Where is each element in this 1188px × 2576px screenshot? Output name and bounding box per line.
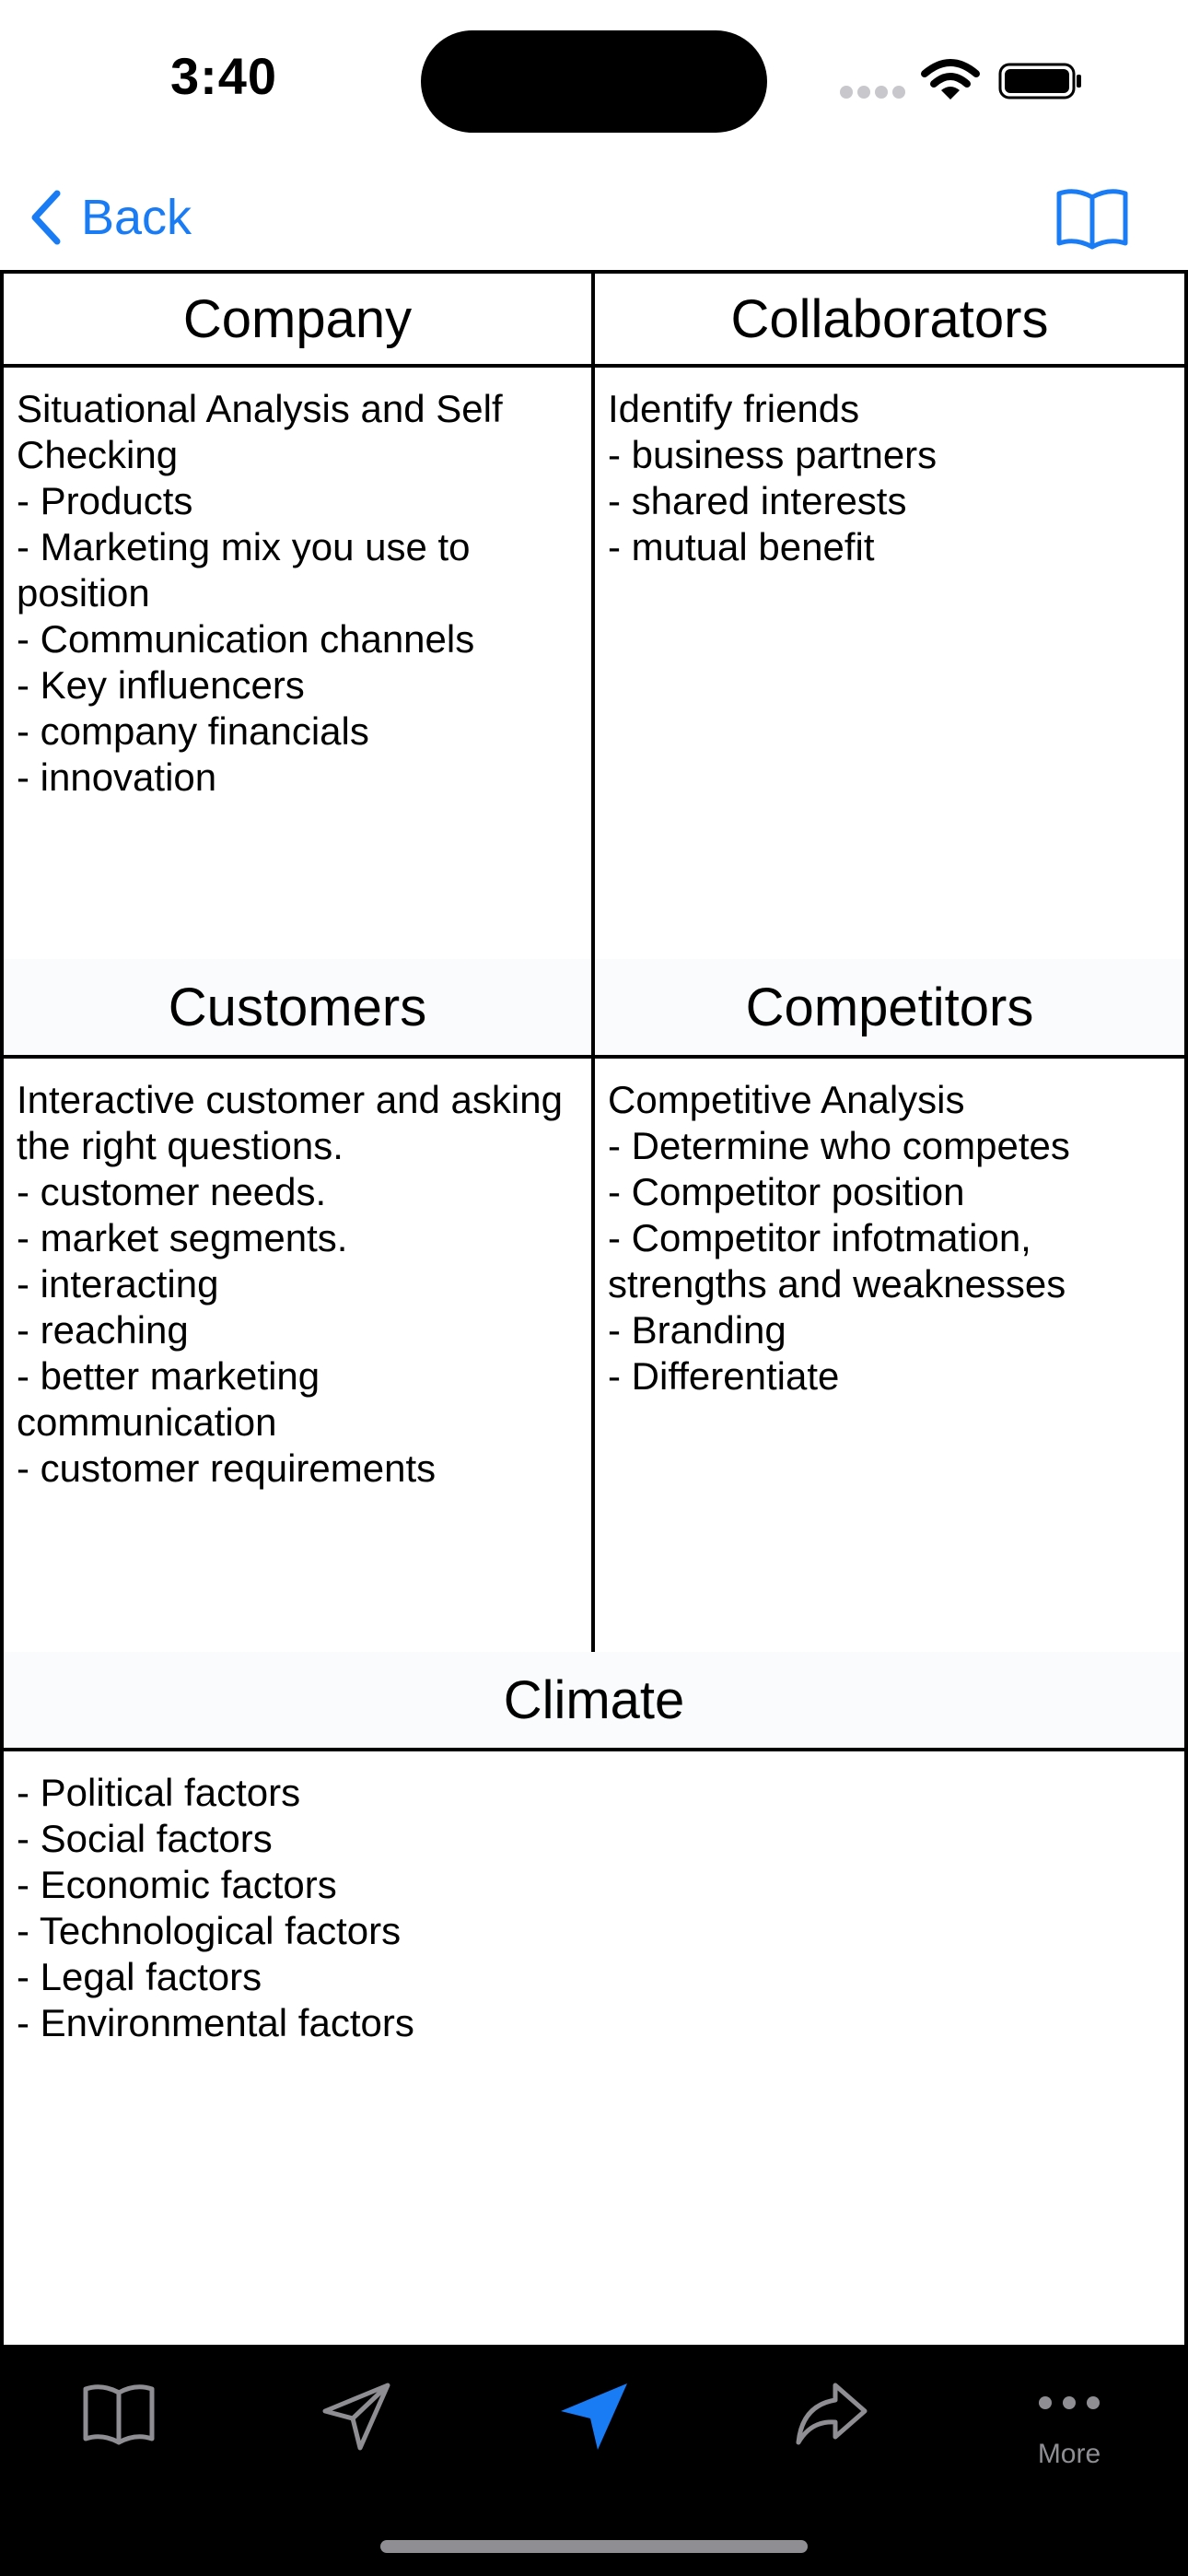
book-icon — [83, 2384, 155, 2445]
back-button[interactable]: Back — [29, 181, 192, 254]
competitors-content: Competitive Analysis - Determine who com… — [591, 1059, 1188, 1656]
customers-title: Customers — [168, 977, 427, 1037]
climate-header: Climate — [0, 1652, 1188, 1751]
climate-title: Climate — [503, 1669, 685, 1730]
company-header: Company — [0, 270, 595, 368]
chevron-left-icon — [31, 190, 61, 245]
customers-content: Interactive customer and asking the righ… — [0, 1059, 595, 1656]
collaborators-title: Collaborators — [730, 288, 1049, 349]
competitors-title: Competitors — [745, 977, 1034, 1037]
collaborators-header: Collaborators — [591, 270, 1188, 368]
wifi-icon — [921, 59, 980, 100]
battery-icon — [998, 63, 1081, 100]
share-arrow-icon — [796, 2383, 868, 2445]
cellular-signal-icon — [840, 78, 905, 99]
status-bar: 3:40 — [0, 0, 1188, 157]
more-icon — [1039, 2396, 1100, 2409]
company-content: Situational Analysis and Self Checking -… — [0, 368, 595, 963]
tab-bar: More — [0, 2345, 1188, 2576]
home-indicator — [380, 2540, 808, 2553]
customers-header: Customers — [0, 959, 595, 1059]
paper-plane-outline-icon — [322, 2383, 390, 2451]
competitors-header: Competitors — [591, 959, 1188, 1059]
climate-content: - Political factors - Social factors - E… — [0, 1751, 1188, 2345]
tab-send-outline[interactable] — [238, 2363, 475, 2501]
collaborators-content: Identify friends - business partners - s… — [591, 368, 1188, 963]
navigation-bar: Back — [0, 166, 1188, 267]
book-icon[interactable] — [1054, 179, 1131, 256]
dynamic-island — [421, 30, 767, 133]
tab-more-label: More — [1037, 2439, 1101, 2469]
back-button-label: Back — [81, 190, 192, 245]
tab-more[interactable]: More — [950, 2363, 1188, 2501]
tab-share[interactable] — [713, 2363, 950, 2501]
tab-book[interactable] — [0, 2363, 238, 2501]
five-c-grid: Company Situational Analysis and Self Ch… — [0, 270, 1188, 2345]
company-title: Company — [182, 288, 413, 349]
tab-send-filled[interactable] — [475, 2363, 713, 2501]
status-time: 3:40 — [169, 47, 278, 105]
paper-plane-filled-icon — [561, 2383, 627, 2450]
